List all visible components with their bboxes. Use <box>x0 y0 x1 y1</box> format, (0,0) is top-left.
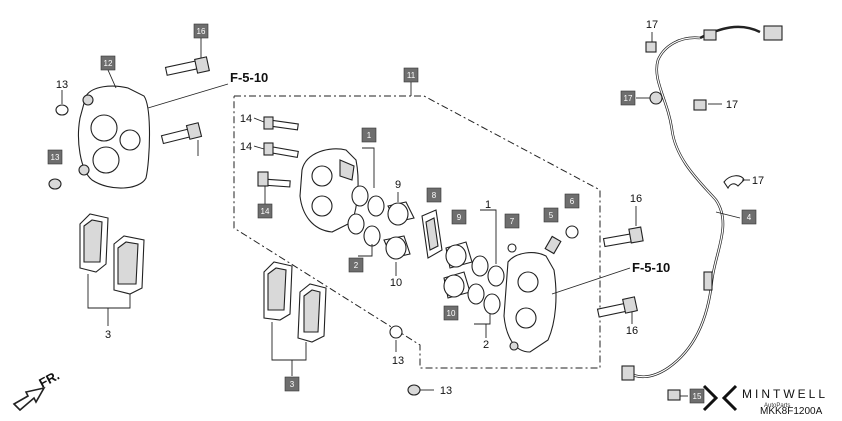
washer-7 <box>507 243 517 253</box>
clamp-17-top <box>645 41 657 53</box>
bolt-14-top <box>263 116 299 131</box>
brake-pad-left-front <box>79 213 109 273</box>
callout-box-2-inner: 2 <box>348 257 364 273</box>
svg-text:8: 8 <box>432 191 437 200</box>
seal-set-1-inner <box>347 185 385 247</box>
callout-box-9-outer: 9 <box>451 209 467 225</box>
bleeder-5 <box>544 235 562 255</box>
callout-17-lower: 17 <box>752 175 764 187</box>
washer-13-center <box>389 325 403 339</box>
bolt-15 <box>667 389 681 401</box>
svg-text:5: 5 <box>549 211 554 220</box>
callout-16-right-upper: 16 <box>630 193 642 205</box>
mintwell-logo-icon <box>702 384 738 412</box>
svg-text:17: 17 <box>624 94 633 103</box>
callout-box-4: 4 <box>741 209 757 225</box>
callout-box-6: 6 <box>564 193 580 209</box>
callout-1-outer: 1 <box>485 199 491 211</box>
clamp-17-right <box>693 99 707 111</box>
clamp-17-lower <box>723 175 745 190</box>
diagram-code: MKK8F1200A <box>760 406 823 417</box>
washer-13-upper-left <box>55 104 69 116</box>
reference-lower: F-5-10 <box>632 260 670 275</box>
pad-spring-8 <box>421 209 443 259</box>
callout-box-5: 5 <box>543 207 559 223</box>
svg-text:16: 16 <box>197 27 206 36</box>
reference-upper: F-5-10 <box>230 70 268 85</box>
seal-set-1-outer <box>467 255 505 315</box>
callout-box-13-left: 13 <box>47 149 63 165</box>
svg-text:12: 12 <box>104 59 113 68</box>
svg-text:15: 15 <box>693 392 702 401</box>
callout-box-3-lower: 3 <box>284 376 300 392</box>
callout-9-inner: 9 <box>395 179 401 191</box>
bolt-16-middle <box>160 122 203 145</box>
brake-pad-right-front <box>263 261 293 321</box>
callout-box-15: 15 <box>689 388 705 404</box>
callout-13-upper-left: 13 <box>56 79 68 91</box>
bolt-16-right-upper <box>602 226 644 248</box>
brake-pad-left-rear <box>113 235 145 295</box>
callout-box-16-top: 16 <box>193 23 209 39</box>
callout-13-center: 13 <box>392 355 404 367</box>
callout-17-right: 17 <box>726 99 738 111</box>
callout-box-1-inner: 1 <box>361 127 377 143</box>
front-arrow-icon <box>12 386 46 412</box>
svg-text:3: 3 <box>290 380 295 389</box>
watermark-brand: MINTWELL <box>742 387 828 401</box>
svg-text:2: 2 <box>354 261 359 270</box>
callout-box-10-outer: 10 <box>443 305 459 321</box>
callout-box-11: 11 <box>403 67 419 83</box>
callout-10-inner: 10 <box>390 277 402 289</box>
callout-2-outer: 2 <box>483 339 489 351</box>
cap-6 <box>565 225 579 239</box>
svg-text:4: 4 <box>747 213 752 222</box>
bolt-16-upper <box>164 56 210 76</box>
svg-text:10: 10 <box>447 309 456 318</box>
callout-box-14: 14 <box>257 203 273 219</box>
svg-text:13: 13 <box>51 153 60 162</box>
watermark-tagline: AutoParts <box>764 403 790 409</box>
caliper-body-left <box>77 85 151 189</box>
abs-sensor-harness-4 <box>621 25 783 381</box>
callout-16-right-lower: 16 <box>626 325 638 337</box>
bolt-14-lower <box>257 171 291 188</box>
bolt-14-middle <box>263 142 299 159</box>
callout-3-left: 3 <box>105 329 111 341</box>
front-label: FR. <box>36 368 62 391</box>
washer-13-lower-left <box>48 178 62 190</box>
svg-text:11: 11 <box>407 71 416 80</box>
piston-9-inner <box>383 201 415 260</box>
svg-text:1: 1 <box>367 131 372 140</box>
callout-box-7: 7 <box>504 213 520 229</box>
brake-pad-right-rear <box>297 283 327 343</box>
svg-text:9: 9 <box>457 213 462 222</box>
piston-9-outer <box>443 241 473 299</box>
callout-14-top: 14 <box>240 113 252 125</box>
caliper-half-outer <box>503 252 557 353</box>
svg-text:7: 7 <box>510 217 515 226</box>
callout-17-top: 17 <box>646 19 658 31</box>
bolt-16-right-lower <box>596 296 638 318</box>
svg-text:6: 6 <box>570 197 575 206</box>
callout-box-17-left: 17 <box>620 90 636 106</box>
callout-14-middle: 14 <box>240 141 252 153</box>
callout-13-bottom: 13 <box>440 385 452 397</box>
callout-box-8: 8 <box>426 187 442 203</box>
svg-text:14: 14 <box>261 207 270 216</box>
clamp-17-left <box>649 91 663 105</box>
washer-13-bottom <box>407 384 421 396</box>
callout-box-12: 12 <box>100 55 116 71</box>
